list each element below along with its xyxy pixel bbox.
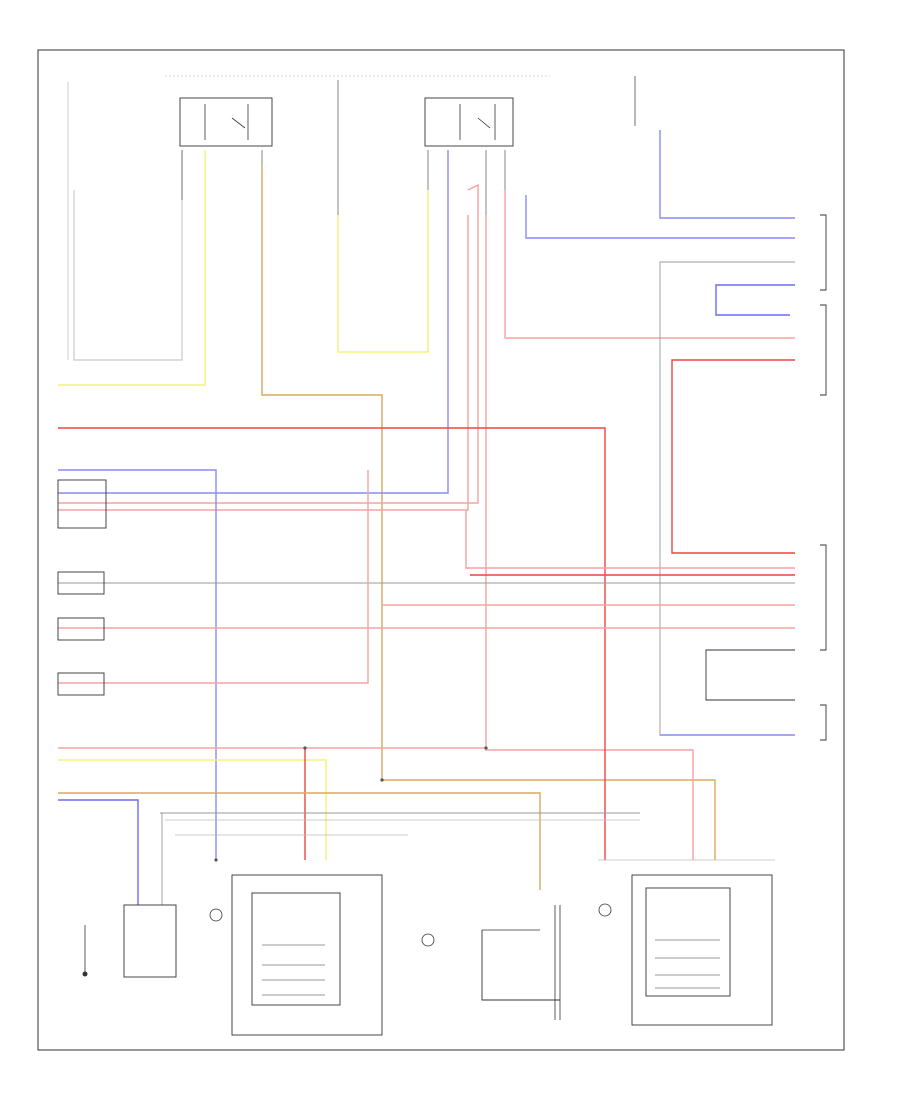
center-light-module	[421, 905, 561, 1020]
wire-red-main	[58, 427, 606, 860]
bottom-left-switch	[123, 904, 177, 978]
left-module-2	[57, 571, 105, 595]
wire-pink-1	[58, 183, 479, 504]
wire-red-1	[671, 359, 795, 554]
top-center-fuse-block	[424, 97, 514, 147]
top-left-fuse-block	[179, 97, 273, 147]
wire-blue-4	[715, 284, 795, 316]
wire-tan-1	[261, 165, 716, 860]
left-module-3	[57, 617, 105, 641]
diagram-frame	[37, 49, 845, 1051]
wire-pink-2	[58, 215, 469, 511]
wire-pink-4	[504, 190, 795, 339]
left-module-4	[57, 672, 105, 696]
left-module-1	[57, 479, 107, 529]
wire-pink-3	[485, 215, 694, 860]
wire-yellow-2	[337, 190, 429, 353]
wire-blue-2	[525, 195, 795, 239]
wire-blue-left	[58, 469, 217, 860]
bottom-left-sensor	[82, 925, 88, 977]
left-door-module	[209, 874, 383, 1036]
right-door-module	[598, 874, 773, 1026]
wire-blue-1	[58, 150, 449, 494]
wire-blue-3	[659, 130, 795, 219]
wire-yellow-1	[58, 150, 206, 386]
